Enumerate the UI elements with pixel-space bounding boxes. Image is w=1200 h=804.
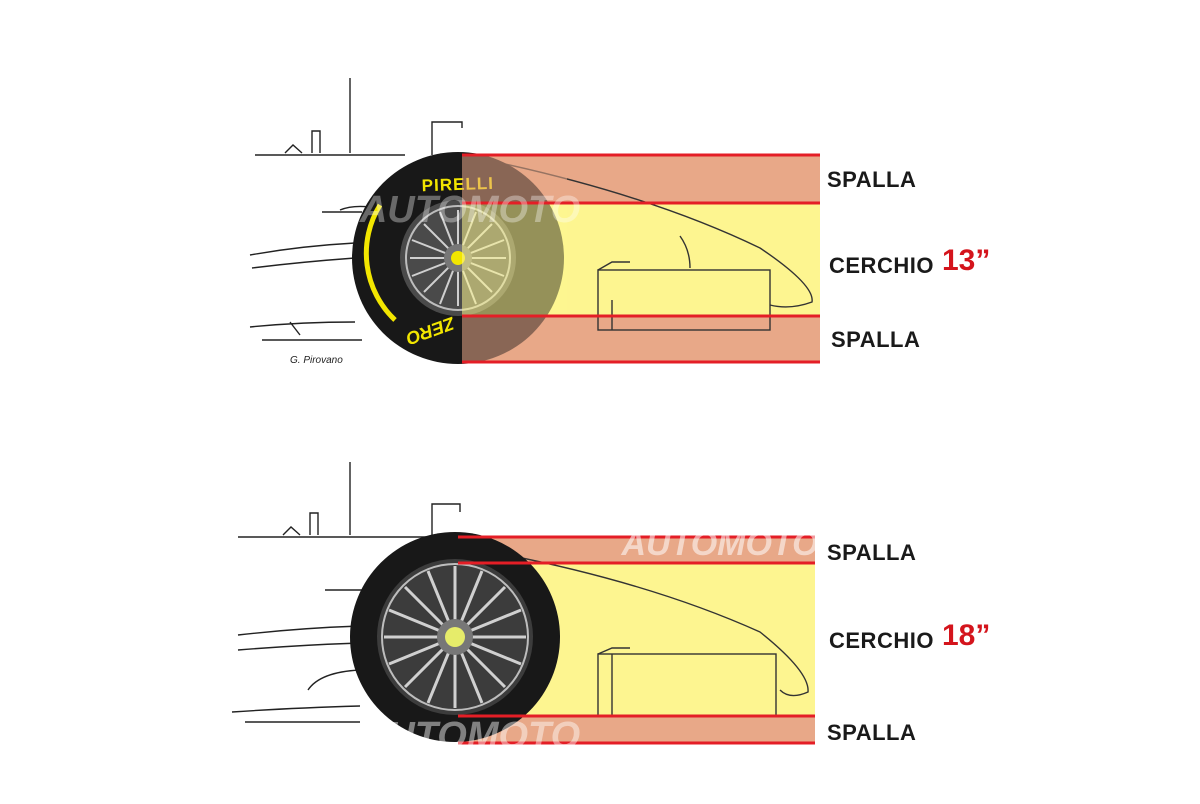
bottom-guide-lines	[458, 535, 815, 745]
top-tyre-highlight	[363, 203, 397, 322]
bottom-watermark: AUTOMOTO	[620, 525, 818, 563]
bottom-rim-ring	[381, 563, 529, 711]
top-guide-lines	[462, 153, 820, 364]
bottom-label-shoulder-lower: SPALLA	[827, 720, 917, 745]
top-hub-nut	[451, 251, 465, 265]
top-car-outline	[249, 78, 463, 341]
top-label-rim: CERCHIO	[829, 253, 934, 278]
bottom-label-shoulder-upper: SPALLA	[827, 540, 917, 565]
top-wheel-overlay-shoulder-upper	[462, 155, 567, 203]
top-label-shoulder-lower: SPALLA	[831, 327, 921, 352]
top-body-outline	[461, 154, 813, 331]
bottom-watermark-lower: AUTOMOTO	[359, 715, 580, 757]
top-wheel-overlay-rim	[462, 203, 567, 316]
top-label-shoulder-upper: SPALLA	[827, 167, 917, 192]
bottom-label-rim: CERCHIO	[829, 628, 934, 653]
bottom-panel	[231, 462, 815, 745]
bottom-rim-size: 18”	[942, 619, 991, 652]
top-watermark: AUTOMOTO	[359, 189, 580, 231]
top-rim-size: 13”	[942, 244, 991, 277]
top-panel: PIRELLI ZERO	[249, 78, 820, 364]
bottom-wheel	[350, 532, 560, 742]
artist-credit: G. Pirovano	[290, 355, 343, 366]
top-wheel-overlay-shoulder-lower	[462, 316, 567, 362]
bottom-car-outline	[231, 462, 461, 723]
bottom-hub-nut	[445, 627, 465, 647]
